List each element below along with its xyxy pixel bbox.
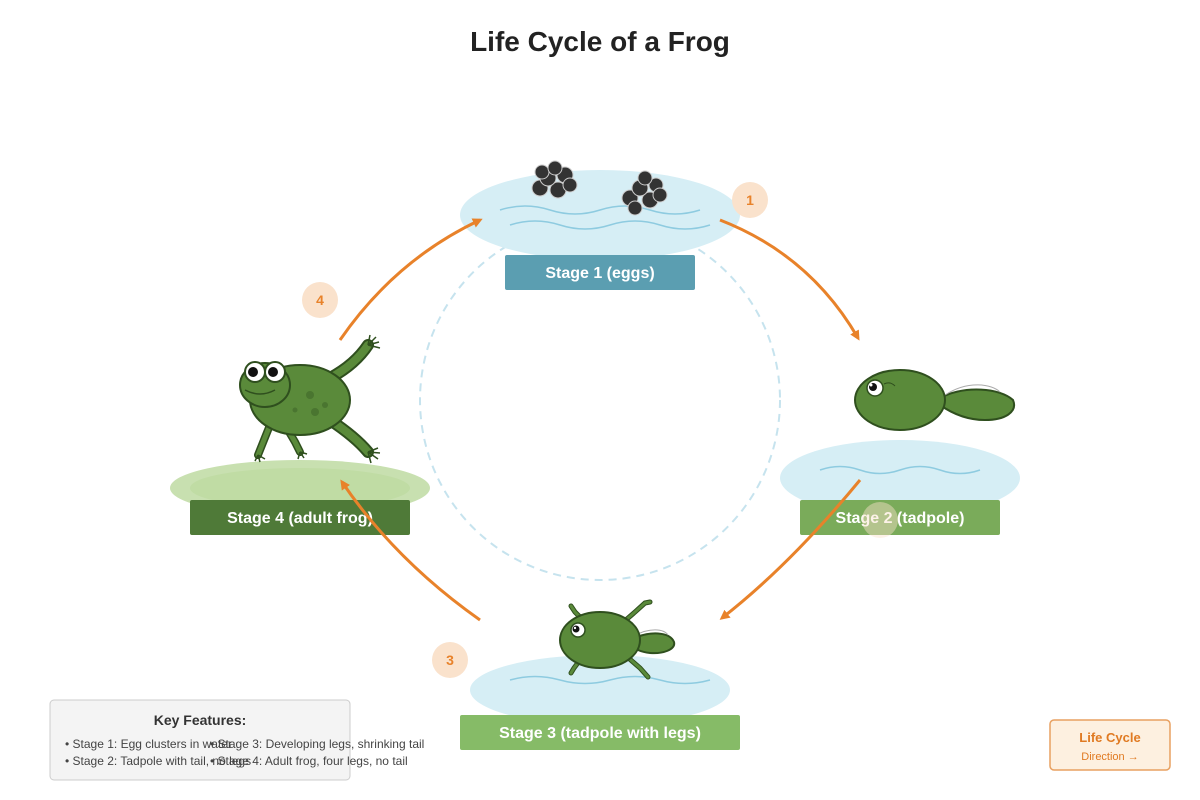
stage-3-group: Stage 3 (tadpole with legs) — [460, 599, 740, 750]
key-features-title: Key Features: — [154, 712, 247, 728]
svg-text:1: 1 — [746, 192, 754, 208]
tadpole-with-legs-icon — [559, 599, 676, 680]
step-badge-2: 2 — [862, 502, 898, 538]
stage-1-label: Stage 1 (eggs) — [545, 265, 654, 282]
step-badge-3: 3 — [432, 642, 468, 678]
key-feature-item-3: • Stage 3: Developing legs, shrinking ta… — [210, 737, 424, 751]
key-feature-item-4: • Stage 4: Adult frog, four legs, no tai… — [210, 754, 408, 768]
key-features-box: Key Features: • Stage 1: Egg clusters in… — [49, 699, 424, 781]
stage-4-label-box — [190, 500, 410, 535]
stage-2-label-box — [800, 500, 1000, 535]
svg-text:4: 4 — [316, 292, 324, 308]
stage-4-label: Stage 4 (adult frog) — [227, 510, 373, 527]
legend-box: Life Cycle Direction → — [1049, 719, 1171, 771]
arrow-stage-3-to-4 — [340, 479, 481, 622]
stage-3-label: Stage 3 (tadpole with legs) — [499, 725, 701, 742]
stage-3-label-box — [460, 715, 740, 750]
diagram-title: Life Cycle of a Frog — [470, 26, 730, 57]
arrow-stage-2-to-3 — [719, 479, 862, 620]
stage-2-water — [780, 440, 1020, 516]
stage-3-water — [470, 655, 730, 725]
adult-frog-icon — [239, 334, 381, 464]
stage-1-group: Stage 1 (eggs) — [460, 160, 740, 290]
stage-2-group: Stage 2 (tadpole) — [780, 369, 1020, 535]
legend-title: Life Cycle — [1079, 730, 1140, 745]
arrow-stage-1-to-2 — [719, 218, 860, 341]
stage-4-group: Stage 4 (adult frog) — [170, 334, 430, 535]
step-badge-4: 4 — [302, 282, 338, 318]
svg-text:3: 3 — [446, 652, 454, 668]
step-badge-1: 1 — [732, 182, 768, 218]
legend-subtitle: Direction → — [1081, 751, 1138, 763]
tadpole-icon — [854, 369, 1016, 431]
arrow-stage-4-to-1 — [338, 218, 483, 341]
stage-1-label-box — [505, 255, 695, 290]
stage-1-water — [460, 170, 740, 260]
stage-2-label: Stage 2 (tadpole) — [836, 510, 965, 527]
egg-cluster-icon — [531, 160, 668, 216]
key-feature-item-1: • Stage 1: Egg clusters in water — [65, 737, 232, 751]
key-feature-item-2: • Stage 2: Tadpole with tail, no legs — [65, 754, 251, 768]
